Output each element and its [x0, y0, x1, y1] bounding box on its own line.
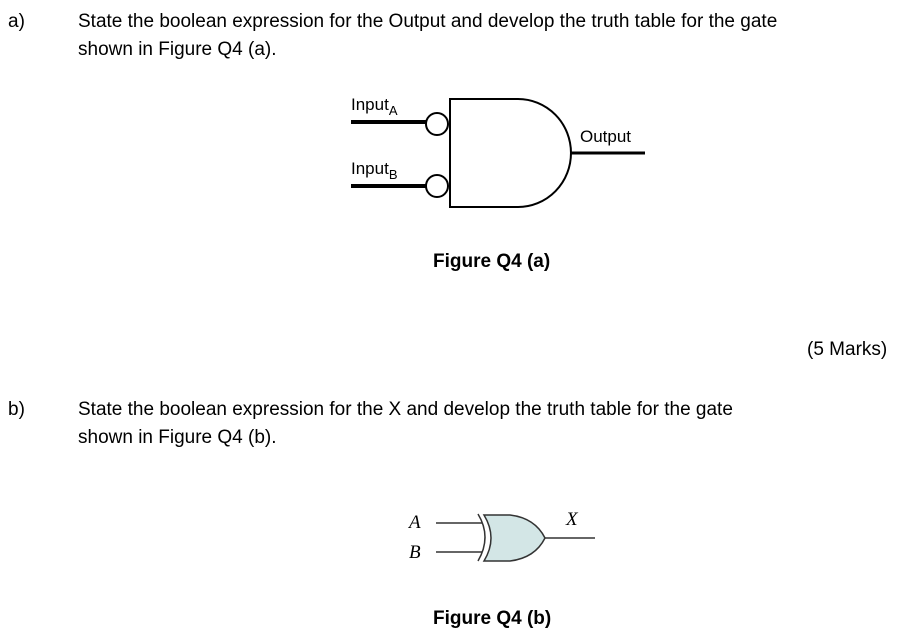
xor-gate: [436, 513, 595, 562]
xor-gate-body: [482, 514, 546, 562]
question-b-label: b): [8, 399, 25, 420]
xor-extra-curve: [477, 513, 486, 562]
figure-q4a-caption: Figure Q4 (a): [433, 251, 551, 272]
input-b-label: B: [409, 542, 421, 563]
input-b-label: InputB: [351, 159, 397, 182]
question-b-text-line2: shown in Figure Q4 (b).: [78, 427, 277, 448]
negative-input-and-gate: [351, 98, 645, 208]
output-x-label: X: [565, 509, 579, 530]
input-a-label: A: [407, 512, 421, 533]
question-b-text-line1: State the boolean expression for the X a…: [78, 399, 733, 420]
question-a-text-line2: shown in Figure Q4 (a).: [78, 39, 277, 60]
input-a-label: InputA: [351, 95, 398, 118]
output-label: Output: [580, 127, 631, 146]
question-a-text-line1: State the boolean expression for the Out…: [78, 11, 778, 32]
figure-q4b-caption: Figure Q4 (b): [433, 608, 552, 629]
input-a-inversion-bubble: [425, 112, 449, 136]
and-gate-body: [449, 98, 572, 208]
input-b-inversion-bubble: [425, 174, 449, 198]
marks-label: (5 Marks): [807, 339, 888, 360]
question-a-label: a): [8, 11, 25, 32]
